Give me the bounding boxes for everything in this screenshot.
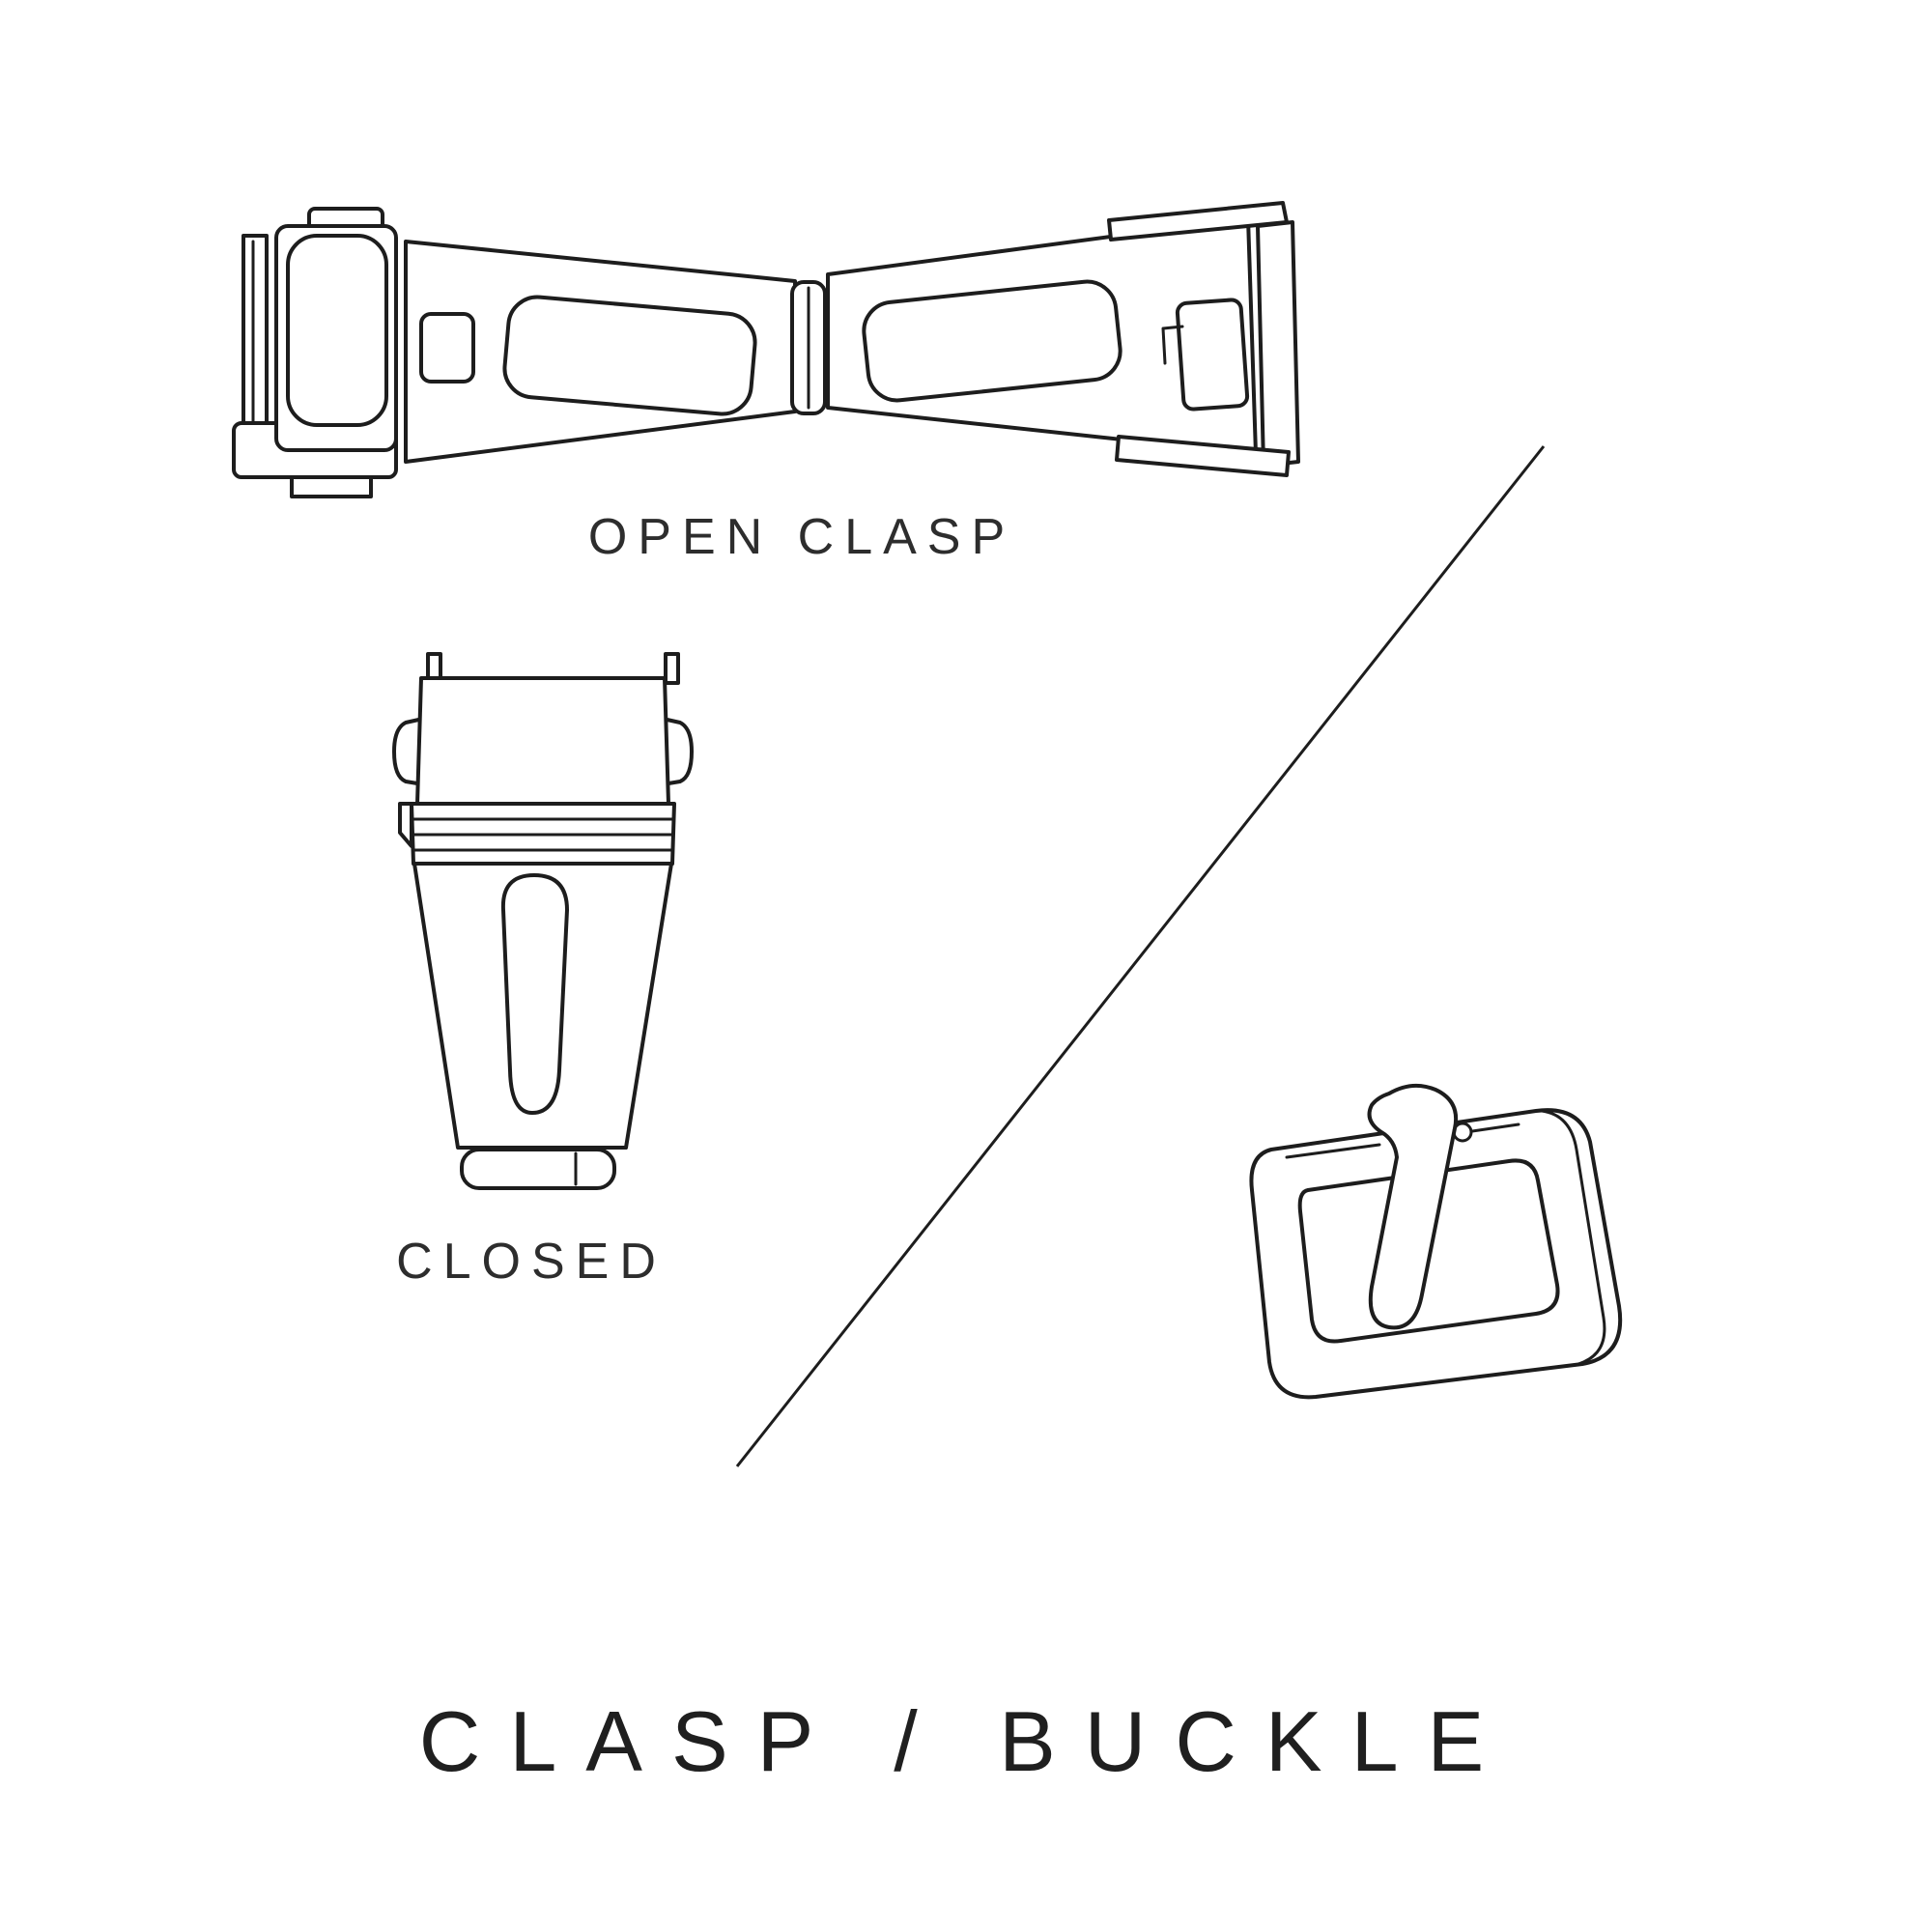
closed-label: CLOSED bbox=[396, 1234, 667, 1290]
divider-line bbox=[735, 445, 1546, 1467]
open-clasp-illustration bbox=[232, 201, 1300, 498]
page-title: CLASP / BUCKLE bbox=[418, 1693, 1514, 1789]
buckle-illustration bbox=[1249, 1083, 1623, 1400]
open-clasp-label: OPEN CLASP bbox=[587, 509, 1016, 565]
closed-clasp-illustration bbox=[392, 652, 694, 1190]
